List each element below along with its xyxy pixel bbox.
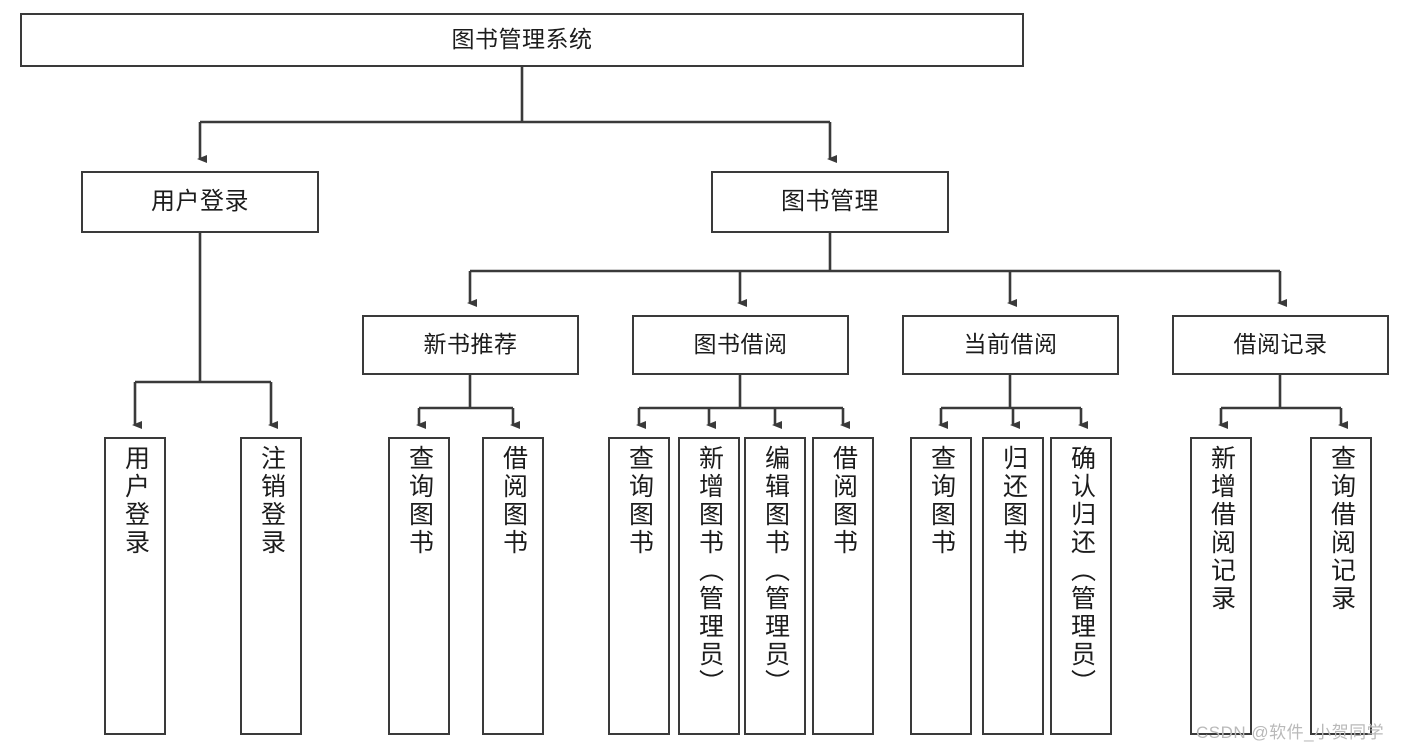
- node-book-borrow[interactable]: 图书借阅: [632, 315, 849, 375]
- node-leaf-user-login-label: 用户登录: [121, 445, 150, 557]
- node-leaf-return-book-label: 归还图书: [999, 445, 1028, 557]
- node-borrow-record[interactable]: 借阅记录: [1172, 315, 1389, 375]
- node-leaf-borrow-book-1[interactable]: 借阅图书: [482, 437, 544, 735]
- node-new-book-rec[interactable]: 新书推荐: [362, 315, 579, 375]
- node-user-login-label: 用户登录: [151, 187, 249, 215]
- node-current-borrow[interactable]: 当前借阅: [902, 315, 1119, 375]
- node-leaf-return-book[interactable]: 归还图书: [982, 437, 1044, 735]
- node-leaf-borrow-book-2-label: 借阅图书: [829, 445, 858, 557]
- node-leaf-query-book-3-label: 查询图书: [927, 445, 956, 557]
- node-root[interactable]: 图书管理系统: [20, 13, 1024, 67]
- node-leaf-confirm-return[interactable]: 确认归还（管理员）: [1050, 437, 1112, 735]
- node-root-label: 图书管理系统: [451, 26, 593, 53]
- node-leaf-confirm-return-label: 确认归还（管理员）: [1067, 445, 1096, 697]
- node-leaf-logout-label: 注销登录: [257, 445, 286, 557]
- node-leaf-add-record-label: 新增借阅记录: [1207, 445, 1236, 613]
- node-leaf-user-login[interactable]: 用户登录: [104, 437, 166, 735]
- node-leaf-query-record[interactable]: 查询借阅记录: [1310, 437, 1372, 735]
- node-leaf-logout[interactable]: 注销登录: [240, 437, 302, 735]
- node-current-borrow-label: 当前借阅: [963, 331, 1058, 358]
- node-leaf-query-book-1[interactable]: 查询图书: [388, 437, 450, 735]
- node-book-manage-label: 图书管理: [781, 187, 879, 215]
- node-leaf-query-book-2-label: 查询图书: [625, 445, 654, 557]
- node-leaf-query-book-3[interactable]: 查询图书: [910, 437, 972, 735]
- node-leaf-add-book[interactable]: 新增图书（管理员）: [678, 437, 740, 735]
- node-borrow-record-label: 借阅记录: [1233, 331, 1328, 358]
- node-user-login[interactable]: 用户登录: [81, 171, 319, 233]
- node-leaf-add-record[interactable]: 新增借阅记录: [1190, 437, 1252, 735]
- node-book-borrow-label: 图书借阅: [693, 331, 788, 358]
- node-leaf-edit-book-label: 编辑图书（管理员）: [761, 445, 790, 697]
- node-leaf-edit-book[interactable]: 编辑图书（管理员）: [744, 437, 806, 735]
- node-leaf-borrow-book-1-label: 借阅图书: [499, 445, 528, 557]
- node-book-manage[interactable]: 图书管理: [711, 171, 949, 233]
- node-leaf-query-book-2[interactable]: 查询图书: [608, 437, 670, 735]
- node-leaf-query-book-1-label: 查询图书: [405, 445, 434, 557]
- csdn-watermark: CSDN @软件_小贺同学: [1196, 723, 1385, 742]
- node-leaf-add-book-label: 新增图书（管理员）: [695, 445, 724, 697]
- node-new-book-rec-label: 新书推荐: [423, 331, 518, 358]
- node-leaf-query-record-label: 查询借阅记录: [1327, 445, 1356, 613]
- node-leaf-borrow-book-2[interactable]: 借阅图书: [812, 437, 874, 735]
